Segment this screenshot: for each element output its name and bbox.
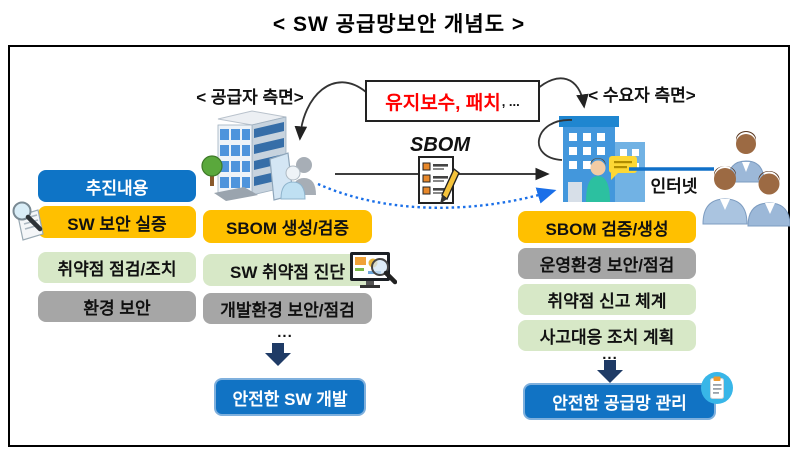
supplier-item-label: 개발환경 보안/점검 bbox=[220, 301, 355, 320]
consumer-result-box: 안전한 공급망 관리 bbox=[523, 383, 716, 420]
maintenance-patch-box: 유지보수, 패치 , ... bbox=[365, 80, 540, 122]
sbom-document-icon bbox=[418, 156, 460, 204]
supplier-item-label: SBOM 생성/검증 bbox=[225, 219, 349, 238]
supplier-item-sbom-generate-verify: SBOM 생성/검증 bbox=[203, 210, 372, 243]
developer-pair-icon bbox=[280, 157, 316, 200]
worker-icon bbox=[586, 158, 610, 202]
supplier-result-box: 안전한 SW 개발 bbox=[214, 378, 366, 416]
sbom-label: SBOM bbox=[410, 134, 470, 156]
legend-item-environment-security: 환경 보안 bbox=[38, 291, 196, 322]
supplier-item-label: SW 취약점 진단 bbox=[229, 262, 346, 282]
search-document-icon bbox=[12, 201, 44, 241]
consumer-item-operating-environment-security: 운영환경 보안/점검 bbox=[518, 248, 696, 279]
consumer-item-sbom-verify-generate: SBOM 검증/생성 bbox=[518, 211, 696, 243]
legend-header: 추진내용 bbox=[38, 170, 196, 202]
user-left bbox=[702, 166, 748, 225]
supplier-ellipsis: ... bbox=[277, 324, 293, 341]
user-right bbox=[747, 171, 790, 227]
legend-item-label: 취약점 점검/조치 bbox=[57, 260, 177, 279]
user-top bbox=[727, 131, 765, 183]
consumer-item-vulnerability-report-system: 취약점 신고 체계 bbox=[518, 284, 696, 315]
consumer-windows bbox=[569, 133, 605, 169]
down-arrow-icon bbox=[265, 343, 291, 366]
supplier-item-dev-environment-security: 개발환경 보안/점검 bbox=[203, 293, 372, 324]
supplier-result-label: 안전한 SW 개발 bbox=[232, 389, 348, 409]
laptop-icon bbox=[214, 187, 258, 201]
legend-header-label: 추진내용 bbox=[85, 178, 149, 198]
down-arrow-icon bbox=[597, 360, 623, 383]
legend-item-label: 환경 보안 bbox=[83, 299, 151, 318]
tree-icon bbox=[201, 155, 223, 186]
legend-item-label: SW 보안 실증 bbox=[67, 214, 167, 234]
supplier-building-icon bbox=[201, 110, 316, 201]
consumer-side-label: < 수요자 측면> bbox=[588, 86, 696, 105]
consumer-result-label: 안전한 공급망 관리 bbox=[552, 394, 687, 413]
page-title: < SW 공급망보안 개념도 > bbox=[272, 13, 526, 36]
consumer-item-incident-response-plan: 사고대응 조치 계획 bbox=[518, 320, 696, 351]
consumer-ellipsis: ... bbox=[602, 346, 618, 363]
consumer-item-label: 사고대응 조치 계획 bbox=[539, 328, 675, 347]
consumer-item-label: 취약점 신고 체계 bbox=[547, 292, 667, 311]
internet-users-icon bbox=[702, 131, 790, 227]
report-clipboard-icon bbox=[701, 372, 733, 404]
supplier-item-sw-vulnerability-diagnosis: SW 취약점 진단 bbox=[203, 254, 372, 286]
supplier-side-label: < 공급자 측면> bbox=[196, 88, 304, 107]
consumer-item-label: SBOM 검증/생성 bbox=[545, 219, 669, 239]
legend-item-vulnerability-check: 취약점 점검/조치 bbox=[38, 252, 196, 283]
vulnerability-scan-icon bbox=[350, 252, 397, 288]
internet-label: 인터넷 bbox=[650, 177, 698, 196]
maintenance-patch-text: 유지보수, 패치 bbox=[385, 92, 501, 114]
consumer-item-label: 운영환경 보안/점검 bbox=[539, 256, 675, 275]
consumer-building-icon bbox=[559, 116, 645, 202]
legend-item-sw-security-verification: SW 보안 실증 bbox=[38, 206, 196, 238]
maintenance-patch-ellipsis: , ... bbox=[501, 93, 520, 109]
